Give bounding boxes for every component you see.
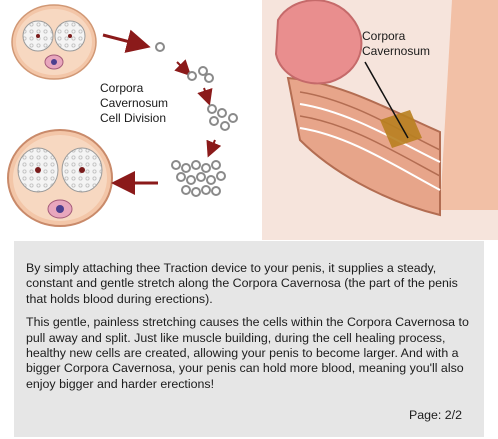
division-label-3: Cell Division bbox=[100, 111, 166, 125]
cavernosum-highlight bbox=[380, 110, 422, 148]
arrow-division-1 bbox=[174, 59, 192, 77]
division-label-2: Cavernosum bbox=[100, 96, 168, 110]
division-label-1: Corpora bbox=[100, 81, 144, 95]
anatomy-illustration bbox=[262, 0, 498, 240]
cross-section-small bbox=[11, 4, 97, 80]
description-paragraph-2: This gentle, painless stretching causes … bbox=[26, 315, 469, 391]
arrow-division-3 bbox=[206, 139, 222, 158]
arrow-top bbox=[102, 29, 151, 53]
anatomy-label-2: Cavernosum bbox=[362, 44, 430, 58]
cross-section-large bbox=[7, 129, 113, 227]
arrow-division-2 bbox=[197, 87, 213, 106]
description-panel: By simply attaching thee Traction device… bbox=[14, 241, 484, 437]
anatomy-label-1: Corpora bbox=[362, 29, 406, 43]
anatomy-diagram: Corpora Cavernosum Cell Division Corpora… bbox=[7, 0, 498, 240]
page-indicator: Page: 2/2 bbox=[408, 407, 462, 422]
dividing-cells bbox=[155, 42, 238, 197]
description-paragraph-1: By simply attaching thee Traction device… bbox=[26, 261, 458, 306]
